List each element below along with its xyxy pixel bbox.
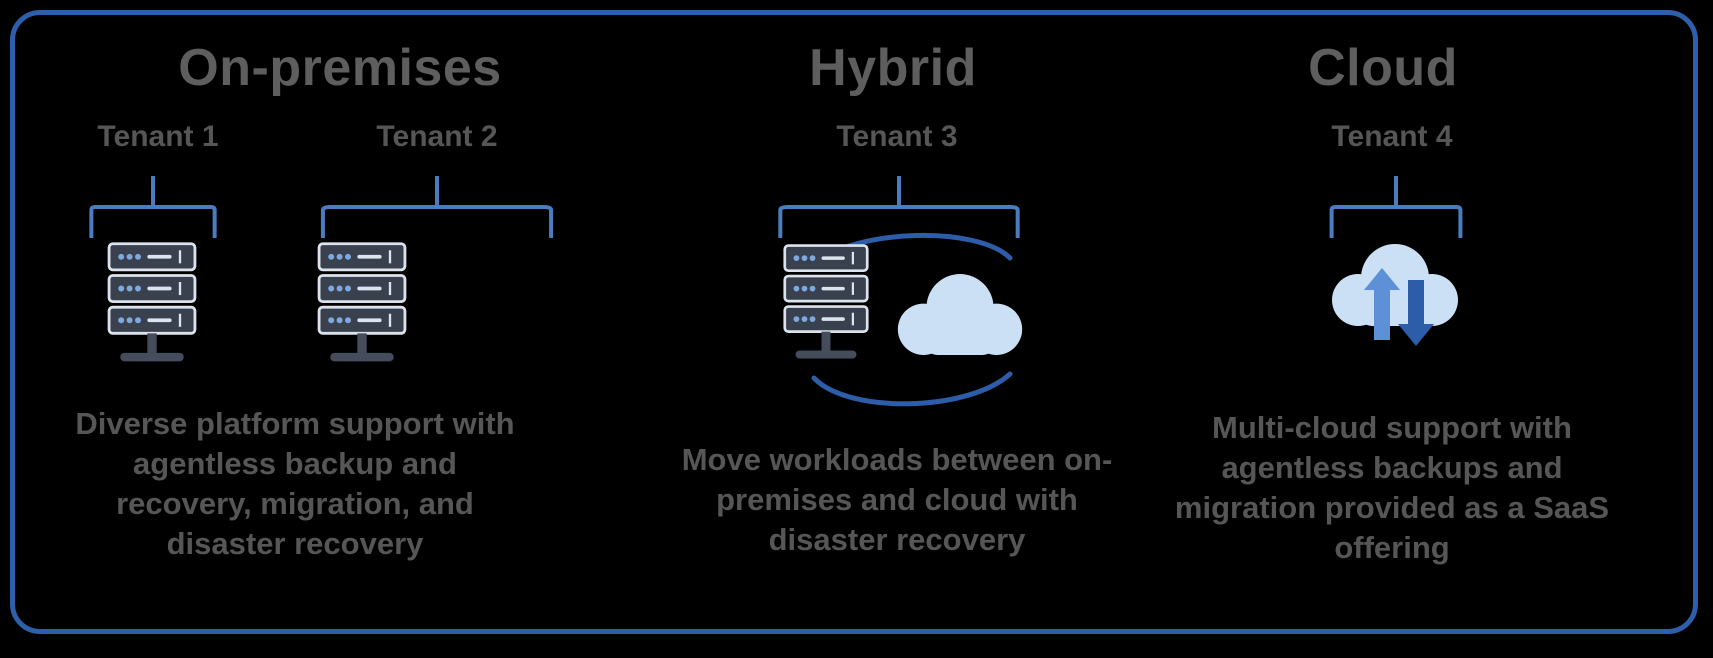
description-line: agentless backups and xyxy=(1221,450,1563,485)
cloud-transfer-icon xyxy=(1332,244,1458,346)
description-line: agentless backup and xyxy=(133,446,457,481)
description-line: disaster recovery xyxy=(166,526,424,561)
description-line: Diverse platform support with xyxy=(75,406,515,441)
server-rack-icon xyxy=(96,240,208,366)
hybrid-description: Move workloads between on- premises and … xyxy=(637,440,1157,560)
tenant-3-bracket-connector xyxy=(770,176,1028,238)
tenant-4-bracket-connector xyxy=(1326,176,1466,238)
diagram-frame xyxy=(10,10,1698,634)
description-line: offering xyxy=(1334,530,1450,565)
upload-arrow-icon xyxy=(1364,268,1400,340)
description-line: disaster recovery xyxy=(768,522,1026,557)
tenant-2-label: Tenant 2 xyxy=(376,120,498,153)
description-line: Move workloads between on- xyxy=(681,442,1113,477)
tenant-4-label: Tenant 4 xyxy=(1331,120,1453,153)
description-line: recovery, migration, and xyxy=(116,486,474,521)
cloud-icon xyxy=(886,266,1034,365)
column-title-cloud: Cloud xyxy=(1308,39,1458,97)
server-rack-icon xyxy=(772,242,880,363)
tenant-1-label: Tenant 1 xyxy=(97,120,219,153)
download-arrow-icon xyxy=(1398,280,1434,346)
column-title-hybrid: Hybrid xyxy=(809,39,977,97)
server-rack-icon xyxy=(306,240,418,366)
description-line: Multi-cloud support with xyxy=(1212,410,1572,445)
description-line: premises and cloud with xyxy=(716,482,1078,517)
cloud-description: Multi-cloud support with agentless backu… xyxy=(1132,408,1652,568)
tenant-1-bracket-connector xyxy=(86,176,220,238)
server-cloud-sync-icon xyxy=(758,226,1063,416)
column-title-on-premises: On-premises xyxy=(178,39,502,97)
description-line: migration provided as a SaaS xyxy=(1174,490,1610,525)
tenant-3-label: Tenant 3 xyxy=(836,120,958,153)
on-premises-description: Diverse platform support with agentless … xyxy=(35,404,555,564)
tenant-2-bracket-connector xyxy=(313,176,561,238)
